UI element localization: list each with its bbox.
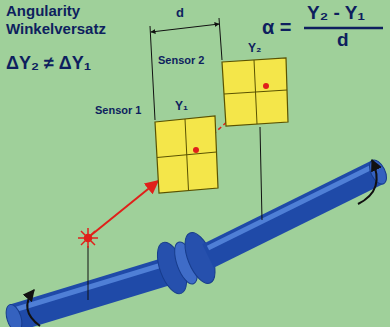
reading-label: Y₂ [248, 42, 261, 55]
laser-mount [88, 246, 89, 300]
reading-label: Y₁ [175, 100, 188, 113]
formula-numerator: Y₂ - Y₁ [307, 3, 365, 24]
rotation-arrow [358, 160, 377, 204]
sensor-label: Sensor 2 [158, 54, 204, 66]
condition-text: ΔY₂ ≠ ΔY₁ [6, 54, 91, 74]
subtitle-text: Winkelversatz [6, 21, 106, 38]
dimension-label: d [176, 6, 184, 20]
laser-beam [90, 181, 158, 236]
title-text: Angularity [6, 3, 80, 20]
fraction-bar [304, 27, 383, 30]
formula-lhs: α = [262, 16, 292, 38]
dimension-d [150, 18, 222, 120]
sensor-label: Sensor 1 [95, 104, 141, 116]
sensor: Sensor 2Y₂ [158, 48, 293, 130]
sensor: Sensor 1 Y₁ [95, 100, 221, 196]
formula-denominator: d [337, 30, 349, 51]
sensor-mount [260, 127, 262, 220]
rotation-arrow [27, 290, 40, 326]
